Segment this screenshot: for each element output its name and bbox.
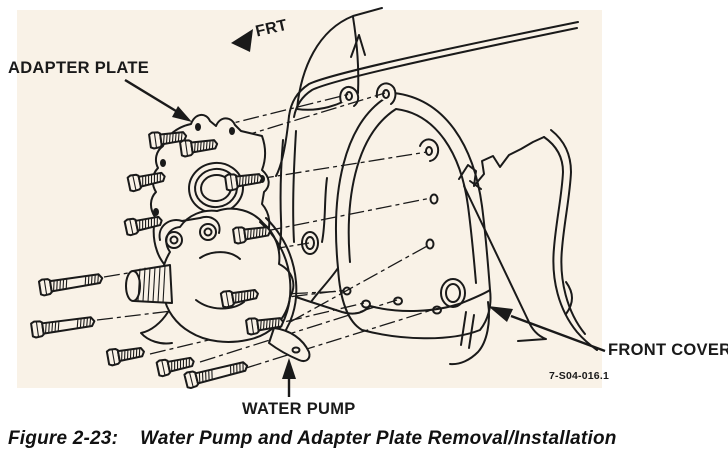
water-pump-drawing	[125, 207, 311, 362]
adapter-plate-arrow-icon	[124, 78, 192, 122]
front-cover-arrow-icon	[488, 306, 606, 353]
water-pump-arrow-icon	[282, 358, 296, 397]
adapter-plate-label: ADAPTER PLATE	[8, 59, 150, 77]
water-pump-label: WATER PUMP	[242, 400, 356, 418]
figure-part-number: 7-S04-016.1	[549, 370, 609, 382]
engine-block-right	[458, 129, 598, 351]
front-cover-drawing	[295, 82, 492, 366]
figure-title: Water Pump and Adapter Plate Removal/Ins…	[140, 428, 617, 449]
engine-block-top	[271, 7, 579, 268]
front-cover-label: FRONT COVER	[608, 341, 728, 359]
figure-caption: Figure 2-23: Water Pump and Adapter Plat…	[8, 428, 617, 450]
figure-panel-background	[17, 10, 602, 388]
figure-number: Figure 2-23:	[8, 428, 119, 449]
frt-arrow-icon	[231, 29, 253, 52]
